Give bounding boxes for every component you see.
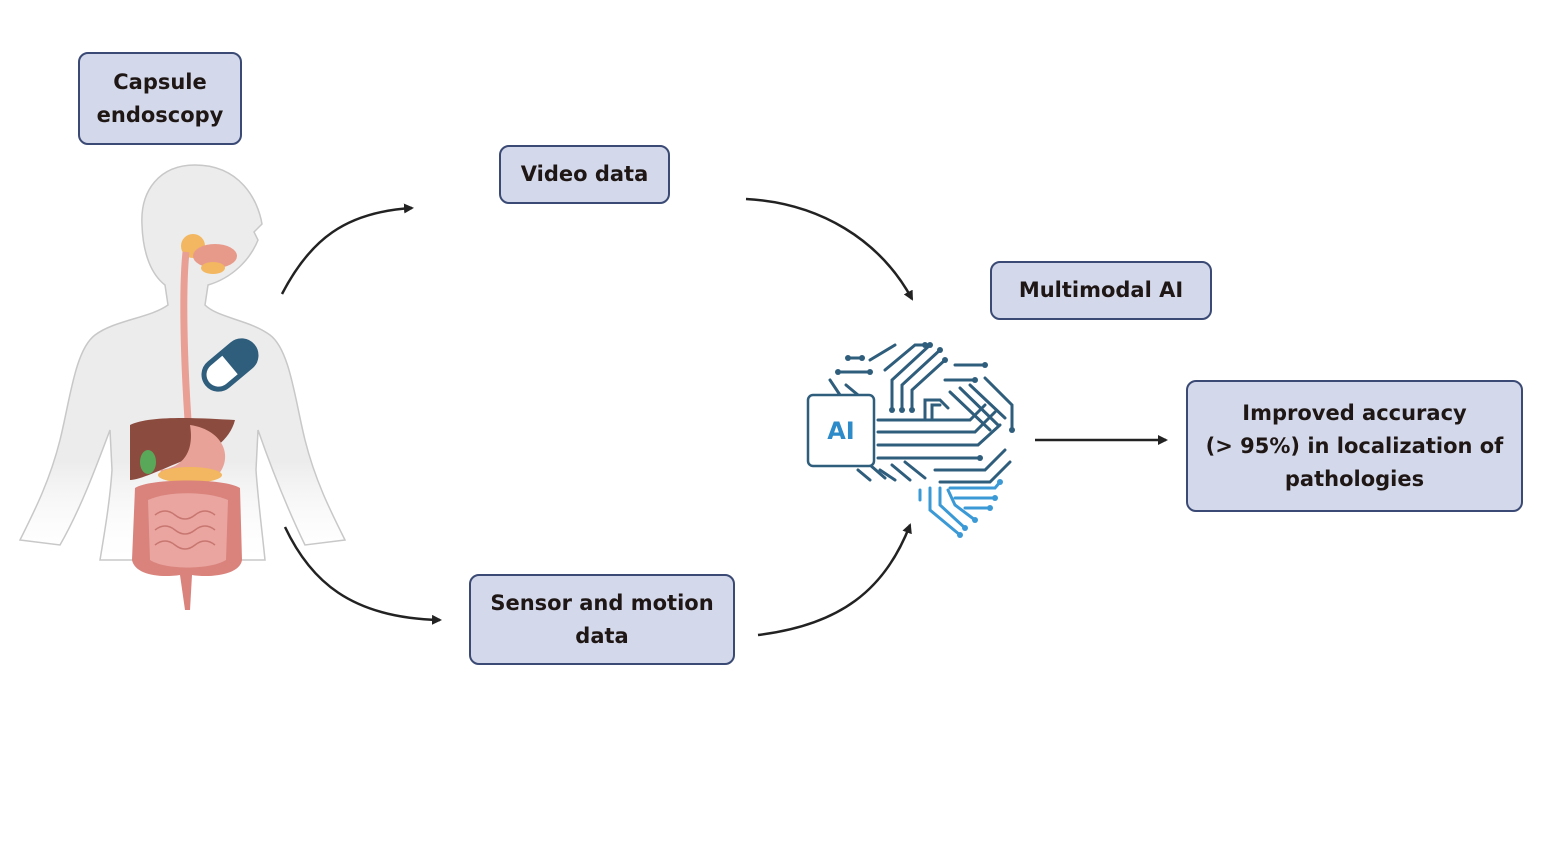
multimodal-ai-box: Multimodal AI bbox=[990, 261, 1212, 320]
gallbladder bbox=[140, 450, 156, 474]
capsule-endoscopy-box: Capsule endoscopy bbox=[78, 52, 242, 145]
arrow-video-to-ai bbox=[745, 197, 914, 301]
sensor-motion-data-box: Sensor and motion data bbox=[469, 574, 735, 665]
capsule-endoscopy-label: Capsule endoscopy bbox=[96, 69, 224, 127]
capsule-pill-icon bbox=[201, 338, 259, 392]
video-data-label: Video data bbox=[520, 162, 649, 186]
ai-chip-label: AI bbox=[827, 416, 855, 445]
ai-chip bbox=[806, 393, 876, 468]
multimodal-ai-label: Multimodal AI bbox=[1018, 278, 1184, 302]
ai-brain-circuit-icon bbox=[828, 342, 1015, 538]
improved-accuracy-box: Improved accuracy (> 95%) in localizatio… bbox=[1186, 380, 1523, 512]
arrow-capsule-to-sensor bbox=[283, 526, 442, 625]
arrow-capsule-to-video bbox=[280, 203, 414, 295]
arrow-sensor-to-ai bbox=[757, 523, 912, 637]
improved-accuracy-label: Improved accuracy (> 95%) in localizatio… bbox=[1205, 400, 1504, 491]
mouth-organs bbox=[181, 234, 237, 274]
video-data-box: Video data bbox=[499, 145, 670, 204]
sensor-motion-data-label: Sensor and motion data bbox=[490, 590, 714, 648]
esophagus bbox=[180, 251, 192, 421]
pancreas bbox=[158, 467, 222, 483]
intestines bbox=[132, 480, 242, 610]
